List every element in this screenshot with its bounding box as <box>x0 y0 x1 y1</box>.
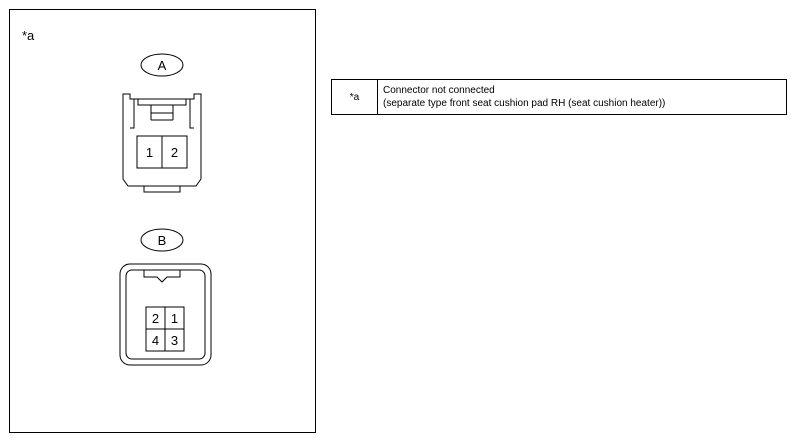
connector-a-pin-1: 1 <box>146 145 153 160</box>
connector-diagram: A 1 2 B <box>119 53 212 366</box>
connector-a-pin-2: 2 <box>171 145 178 160</box>
connector-b-pin-1: 1 <box>171 311 178 326</box>
connector-a-shape <box>122 93 202 193</box>
connector-b-pin-3: 3 <box>171 333 178 348</box>
connector-b-label-bubble <box>140 228 184 252</box>
connector-b-pin-4: 4 <box>152 333 159 348</box>
legend-description-line-2: (separate type front seat cushion pad RH… <box>383 98 666 109</box>
figure-callout-label: *a <box>22 28 35 43</box>
connector-a-label: A <box>158 58 167 73</box>
connector-figure-panel: *a A 1 2 B <box>9 9 316 433</box>
legend-table: *a Connector not connected (separate typ… <box>331 79 787 115</box>
connector-b-label: B <box>158 233 167 248</box>
connector-a-label-bubble <box>140 53 184 77</box>
connector-b-shape <box>119 263 212 366</box>
legend-key-cell: *a <box>332 80 378 114</box>
legend-description-cell: Connector not connected (separate type f… <box>383 84 665 110</box>
legend-description-line-1: Connector not connected <box>383 85 495 96</box>
connector-b-pin-2: 2 <box>152 311 159 326</box>
legend-key: *a <box>349 91 360 103</box>
